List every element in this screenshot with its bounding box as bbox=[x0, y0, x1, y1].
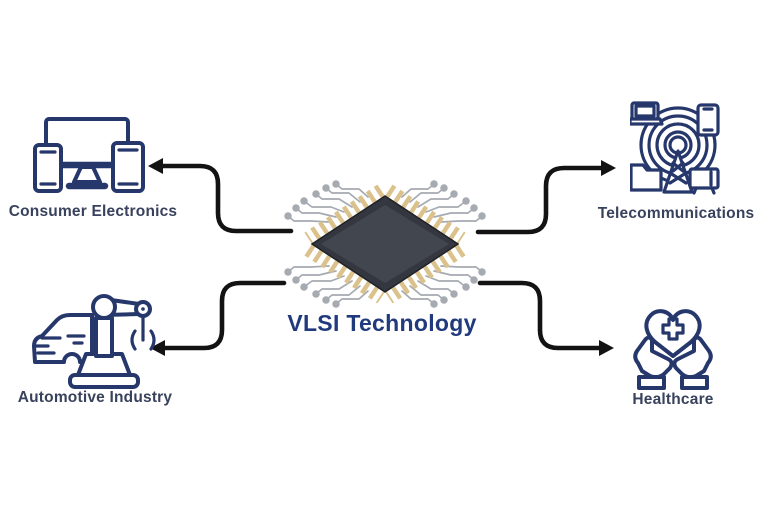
diagram-title: VLSI Technology bbox=[287, 310, 477, 336]
arrowhead-consumer-electronics bbox=[148, 158, 163, 174]
monitor-stand bbox=[72, 165, 102, 184]
arrow-to-consumer-electronics bbox=[159, 163, 294, 234]
robot-shoulder-joint bbox=[91, 294, 117, 320]
car-outline bbox=[32, 313, 94, 364]
arrow-to-healthcare bbox=[477, 280, 605, 351]
microchip-icon bbox=[284, 180, 486, 308]
spark-right bbox=[149, 329, 156, 351]
phone bbox=[696, 103, 720, 137]
devices-icon bbox=[33, 117, 145, 193]
folder bbox=[630, 163, 663, 192]
arrowhead-telecommunications bbox=[601, 160, 616, 176]
label-consumer-electronics: Consumer Electronics bbox=[8, 203, 178, 220]
label-telecommunications: Telecommunications bbox=[597, 205, 755, 222]
robot-arm-car-icon bbox=[32, 294, 156, 389]
robot-base bbox=[68, 373, 140, 389]
circuit-traces bbox=[284, 180, 486, 308]
hands-heart-icon bbox=[633, 309, 713, 390]
arrow-to-automotive-industry bbox=[159, 280, 287, 351]
robot-trunk bbox=[94, 316, 114, 358]
label-healthcare: Healthcare bbox=[632, 391, 714, 408]
arrowhead-healthcare bbox=[599, 340, 614, 356]
arrowhead-automotive-industry bbox=[150, 340, 165, 356]
label-automotive-industry: Automotive Industry bbox=[17, 389, 173, 406]
spark-left bbox=[130, 329, 137, 351]
chip-top-face bbox=[321, 205, 449, 283]
heart bbox=[644, 309, 702, 358]
arrow-to-telecommunications bbox=[475, 165, 605, 235]
tv bbox=[688, 167, 720, 190]
left-cuff bbox=[637, 375, 666, 390]
broadcast-tower-icon bbox=[630, 101, 720, 195]
tablet bbox=[33, 143, 63, 193]
right-cuff bbox=[680, 375, 709, 390]
medical-cross bbox=[661, 317, 685, 341]
smartphone bbox=[111, 141, 145, 193]
